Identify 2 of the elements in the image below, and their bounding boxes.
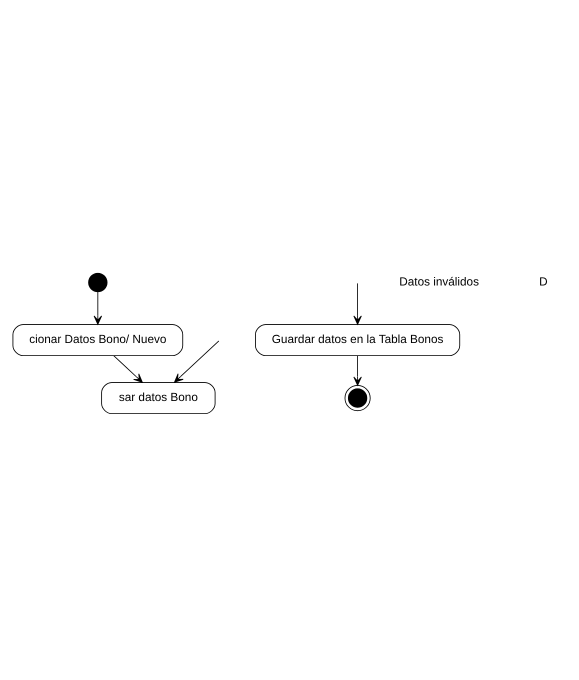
label: Datos inválidos [399, 275, 479, 288]
label: D [539, 275, 548, 288]
